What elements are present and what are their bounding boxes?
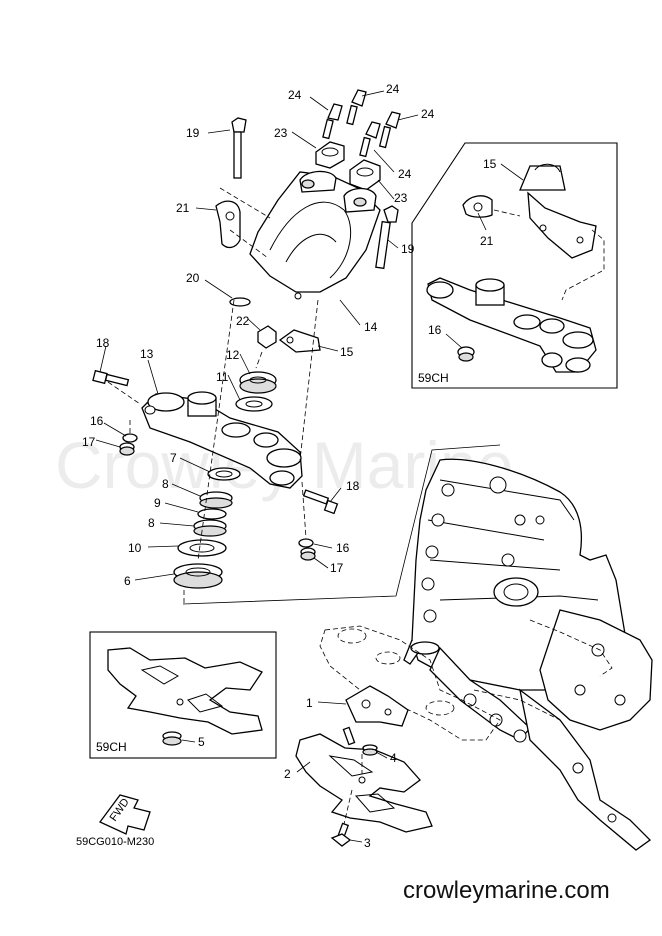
nut-4 <box>362 744 378 756</box>
bolt-18a <box>92 369 130 387</box>
callout-16a: 16 <box>90 414 104 428</box>
callout-14: 14 <box>364 320 378 334</box>
callout-9: 9 <box>154 496 161 510</box>
plate-2 <box>295 733 433 833</box>
callout-19a: 19 <box>186 126 200 140</box>
nut-17b <box>300 547 316 561</box>
bolts-24 <box>322 89 401 158</box>
inset-clip <box>462 195 493 218</box>
callout-4: 4 <box>390 751 397 765</box>
callouts: 24 24 24 24 23 23 19 19 21 20 14 15 22 1… <box>82 82 435 850</box>
callout-23b: 23 <box>394 191 408 205</box>
callout-24b: 24 <box>386 82 400 96</box>
diagram-code: 59CG010-M230 <box>76 836 154 848</box>
clip-21 <box>215 200 241 249</box>
callout-5: 5 <box>198 735 205 749</box>
caps-23 <box>315 141 381 191</box>
inset-lower-bracket <box>426 277 597 373</box>
callout-2: 2 <box>284 767 291 781</box>
inset-upper-right: 59CH <box>411 142 618 389</box>
callout-18b: 18 <box>346 479 360 493</box>
callout-19b: 19 <box>401 242 415 256</box>
callout-8a: 8 <box>162 477 169 491</box>
fwd-arrow: FWD <box>99 794 151 835</box>
inset-lower-left: 59CH 5 <box>89 631 277 759</box>
callout-15: 15 <box>340 345 354 359</box>
inset-callout-15: 15 <box>483 157 497 171</box>
nut-8a <box>199 491 233 509</box>
leader-lines <box>95 90 419 843</box>
nut-12 <box>239 371 277 394</box>
washer-20 <box>229 297 251 307</box>
callout-17b: 17 <box>330 561 344 575</box>
callout-8b: 8 <box>148 516 155 530</box>
callout-11: 11 <box>216 370 229 384</box>
callout-21: 21 <box>176 201 190 215</box>
bracket-15 <box>257 325 321 353</box>
washer-16b <box>298 538 314 548</box>
callout-12: 12 <box>226 348 240 362</box>
footer-site[interactable]: crowleymarine.com <box>403 877 610 904</box>
callout-6: 6 <box>124 574 131 588</box>
inset-nut <box>457 346 475 362</box>
inset-washer <box>162 731 182 746</box>
callout-10: 10 <box>128 541 142 555</box>
callout-16b: 16 <box>336 541 350 555</box>
callout-24d: 24 <box>398 167 412 181</box>
callout-20: 20 <box>186 271 200 285</box>
inset-callout-16: 16 <box>428 323 442 337</box>
callout-17a: 17 <box>82 435 96 449</box>
callout-7: 7 <box>170 451 177 465</box>
washer-9 <box>197 508 227 520</box>
bolts-19 <box>231 117 399 270</box>
callout-22: 22 <box>236 314 250 328</box>
washer-11 <box>235 396 273 412</box>
callout-24a: 24 <box>288 88 302 102</box>
bolt-18b <box>302 489 339 515</box>
washer-16a <box>122 433 138 443</box>
callout-18a: 18 <box>96 336 110 350</box>
handle-pole <box>249 170 381 300</box>
inset-model-label: 59CH <box>418 371 449 385</box>
callout-3: 3 <box>364 836 371 850</box>
inset-plate <box>107 647 263 735</box>
callout-24c: 24 <box>421 107 435 121</box>
hull-frame <box>319 458 653 851</box>
bracket-1 <box>342 685 409 746</box>
callout-1: 1 <box>306 696 313 710</box>
nut-17a <box>119 442 135 456</box>
inset-model-label-2: 59CH <box>96 740 127 754</box>
seal-10 <box>177 539 227 557</box>
inset-bracket <box>519 163 597 259</box>
callout-23a: 23 <box>274 126 288 140</box>
upper-bracket-13 <box>141 391 303 489</box>
bolt-3 <box>330 822 352 847</box>
lock-washer-7 <box>207 467 241 481</box>
nut-8b <box>193 519 227 537</box>
bearing-6 <box>173 563 223 589</box>
inset-callout-21: 21 <box>480 234 494 248</box>
callout-13: 13 <box>140 347 154 361</box>
